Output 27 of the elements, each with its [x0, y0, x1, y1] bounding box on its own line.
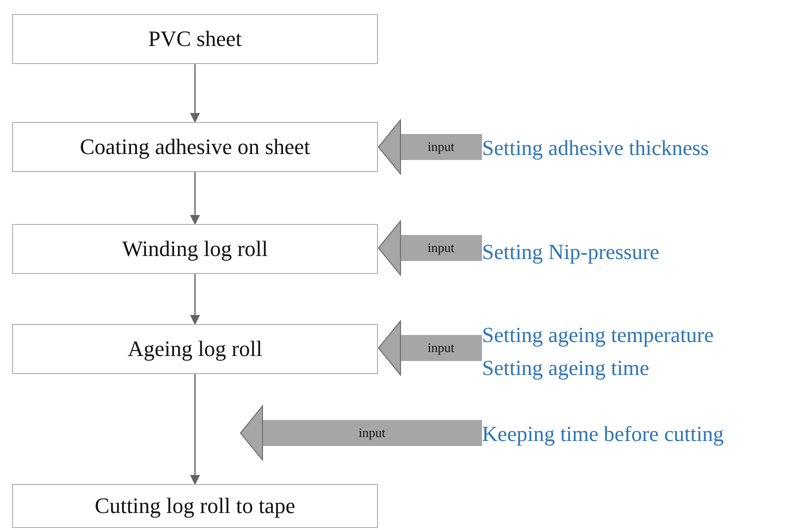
edge-label: input [428, 340, 454, 356]
input-note: Setting ageing time [482, 355, 650, 382]
edge-label: input [358, 425, 386, 441]
block-arrow [378, 120, 482, 174]
process-label: PVC sheet [148, 26, 242, 52]
process-box [12, 324, 378, 374]
arrow [190, 64, 200, 123]
input-note: Setting adhesive thickness [482, 134, 709, 162]
arrow [190, 374, 200, 485]
process-box [12, 14, 378, 64]
edge-label: input [428, 139, 454, 155]
edge-label: input [428, 240, 454, 256]
process-label: Winding log roll [122, 236, 268, 262]
input-note: Keeping time before cutting [482, 420, 724, 448]
process-box [12, 122, 378, 172]
input-note: Setting Nip-pressure [482, 238, 660, 266]
process-label: Ageing log roll [128, 336, 262, 362]
process-box [12, 224, 378, 274]
input-note: Setting ageing temperature [482, 322, 714, 349]
block-arrow [378, 320, 482, 376]
arrow [190, 274, 200, 325]
process-label: Coating adhesive on sheet [80, 134, 310, 160]
block-arrow [240, 406, 482, 460]
process-box [12, 484, 378, 528]
block-arrow [378, 220, 482, 276]
process-label: Cutting log roll to tape [94, 493, 296, 519]
arrow [190, 172, 200, 225]
